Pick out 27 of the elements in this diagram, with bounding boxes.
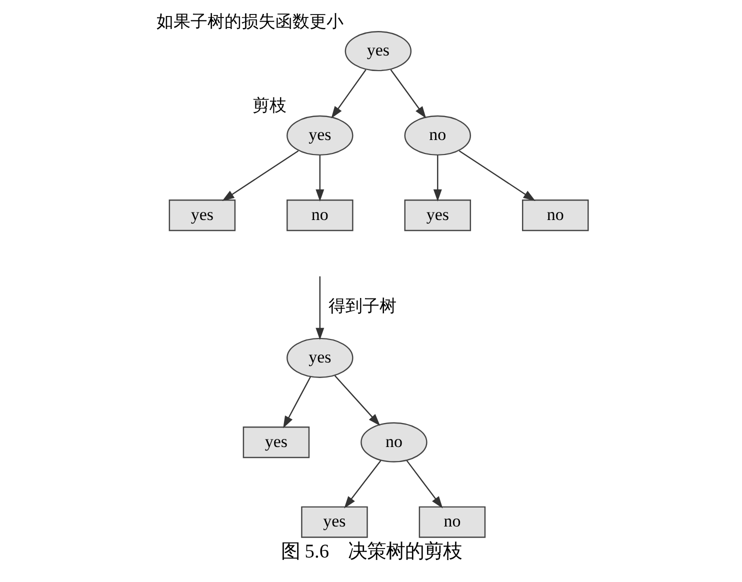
arrow bbox=[282, 376, 310, 428]
arrow bbox=[406, 460, 442, 508]
arrow bbox=[458, 150, 535, 202]
arrow bbox=[315, 155, 324, 202]
arrow bbox=[344, 460, 381, 508]
arrow bbox=[330, 69, 366, 118]
arrow bbox=[432, 155, 442, 202]
node-label: 剪枝 bbox=[252, 96, 286, 116]
node-box: no bbox=[286, 200, 353, 232]
node-box: yes bbox=[300, 506, 368, 538]
node-box: no bbox=[418, 506, 486, 538]
node-box: no bbox=[522, 200, 588, 232]
node-ellipse: yes bbox=[286, 115, 353, 156]
arrow bbox=[222, 150, 298, 202]
arrow bbox=[315, 276, 324, 340]
caption: 图 5.6 决策树的剪枝 bbox=[280, 542, 462, 563]
node-label: 如果子树的损失函数更小 bbox=[156, 12, 344, 31]
node-ellipse: yes bbox=[286, 338, 353, 378]
arrow bbox=[334, 375, 380, 426]
node-ellipse: no bbox=[404, 115, 471, 156]
arrow bbox=[390, 69, 426, 118]
node-ellipse: no bbox=[360, 422, 427, 462]
edge-label: 得到子树 bbox=[328, 296, 396, 316]
node-box: yes bbox=[168, 200, 236, 232]
node-box: yes bbox=[404, 200, 471, 232]
node-ellipse: yes bbox=[344, 31, 412, 72]
node-box: yes bbox=[242, 426, 310, 458]
